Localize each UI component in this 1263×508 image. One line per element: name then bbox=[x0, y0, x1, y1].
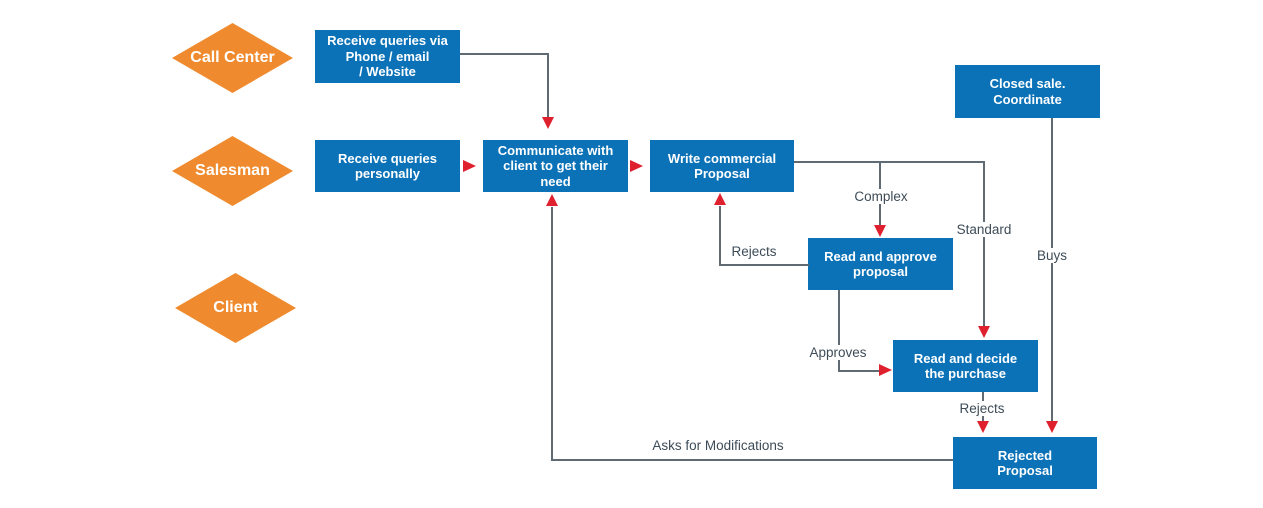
lane-label-salesman: Salesman bbox=[195, 162, 270, 179]
connector-approves-h bbox=[838, 370, 879, 372]
node-read-decide-purchase: Read and decide the purchase bbox=[893, 340, 1038, 392]
arrowhead-standard-into-read-decide bbox=[978, 326, 990, 338]
connector-rejects-h bbox=[719, 264, 809, 266]
node-rejected-proposal: Rejected Proposal bbox=[953, 437, 1097, 489]
arrowhead-modifications-into-communicate bbox=[546, 194, 558, 206]
connector-channels-to-communicate-h bbox=[460, 53, 549, 55]
connector-modifications-v bbox=[551, 207, 553, 461]
lane-diamond-client: Client bbox=[175, 273, 296, 343]
edge-label-approves: Approves bbox=[806, 345, 870, 360]
lane-label-call-center: Call Center bbox=[190, 49, 275, 66]
connector-rejects-up-v bbox=[719, 206, 721, 266]
arrowhead-communicate-to-write bbox=[630, 160, 643, 172]
arrowhead-approves-into-read-decide bbox=[879, 364, 892, 376]
arrowhead-into-read-approve bbox=[874, 225, 886, 237]
arrowhead-into-communicate-top bbox=[542, 117, 554, 129]
connector-approves-v bbox=[838, 290, 840, 372]
connector-write-branch-h bbox=[794, 161, 985, 163]
connector-standard-v bbox=[983, 161, 985, 326]
connector-channels-to-communicate-v bbox=[547, 53, 549, 117]
connector-modifications-h bbox=[551, 459, 953, 461]
node-write-commercial-proposal: Write commercial Proposal bbox=[650, 140, 794, 192]
edge-label-asks-for-modifications: Asks for Modifications bbox=[649, 438, 787, 453]
lane-diamond-call-center: Call Center bbox=[172, 23, 293, 93]
lane-diamond-salesman: Salesman bbox=[172, 136, 293, 206]
node-closed-sale-coordinate: Closed sale. Coordinate bbox=[955, 65, 1100, 118]
connector-buys-v bbox=[1051, 118, 1053, 421]
node-receive-queries-personally: Receive queries personally bbox=[315, 140, 460, 192]
arrowhead-personally-to-communicate bbox=[463, 160, 476, 172]
node-communicate-client-need: Communicate with client to get their nee… bbox=[483, 140, 628, 192]
arrowhead-buys-into-rejected bbox=[1046, 421, 1058, 433]
edge-label-rejects-purchase: Rejects bbox=[956, 401, 1008, 416]
edge-label-standard: Standard bbox=[953, 222, 1015, 237]
node-receive-queries-channels: Receive queries via Phone / email / Webs… bbox=[315, 30, 460, 83]
lane-label-client: Client bbox=[213, 299, 258, 316]
arrowhead-rejects-into-write bbox=[714, 193, 726, 205]
edge-label-complex: Complex bbox=[851, 189, 911, 204]
edge-label-buys: Buys bbox=[1033, 248, 1071, 263]
node-read-approve-proposal: Read and approve proposal bbox=[808, 238, 953, 290]
arrowhead-rejects-into-rejected bbox=[977, 421, 989, 433]
edge-label-rejects-to-writer: Rejects bbox=[728, 244, 780, 259]
